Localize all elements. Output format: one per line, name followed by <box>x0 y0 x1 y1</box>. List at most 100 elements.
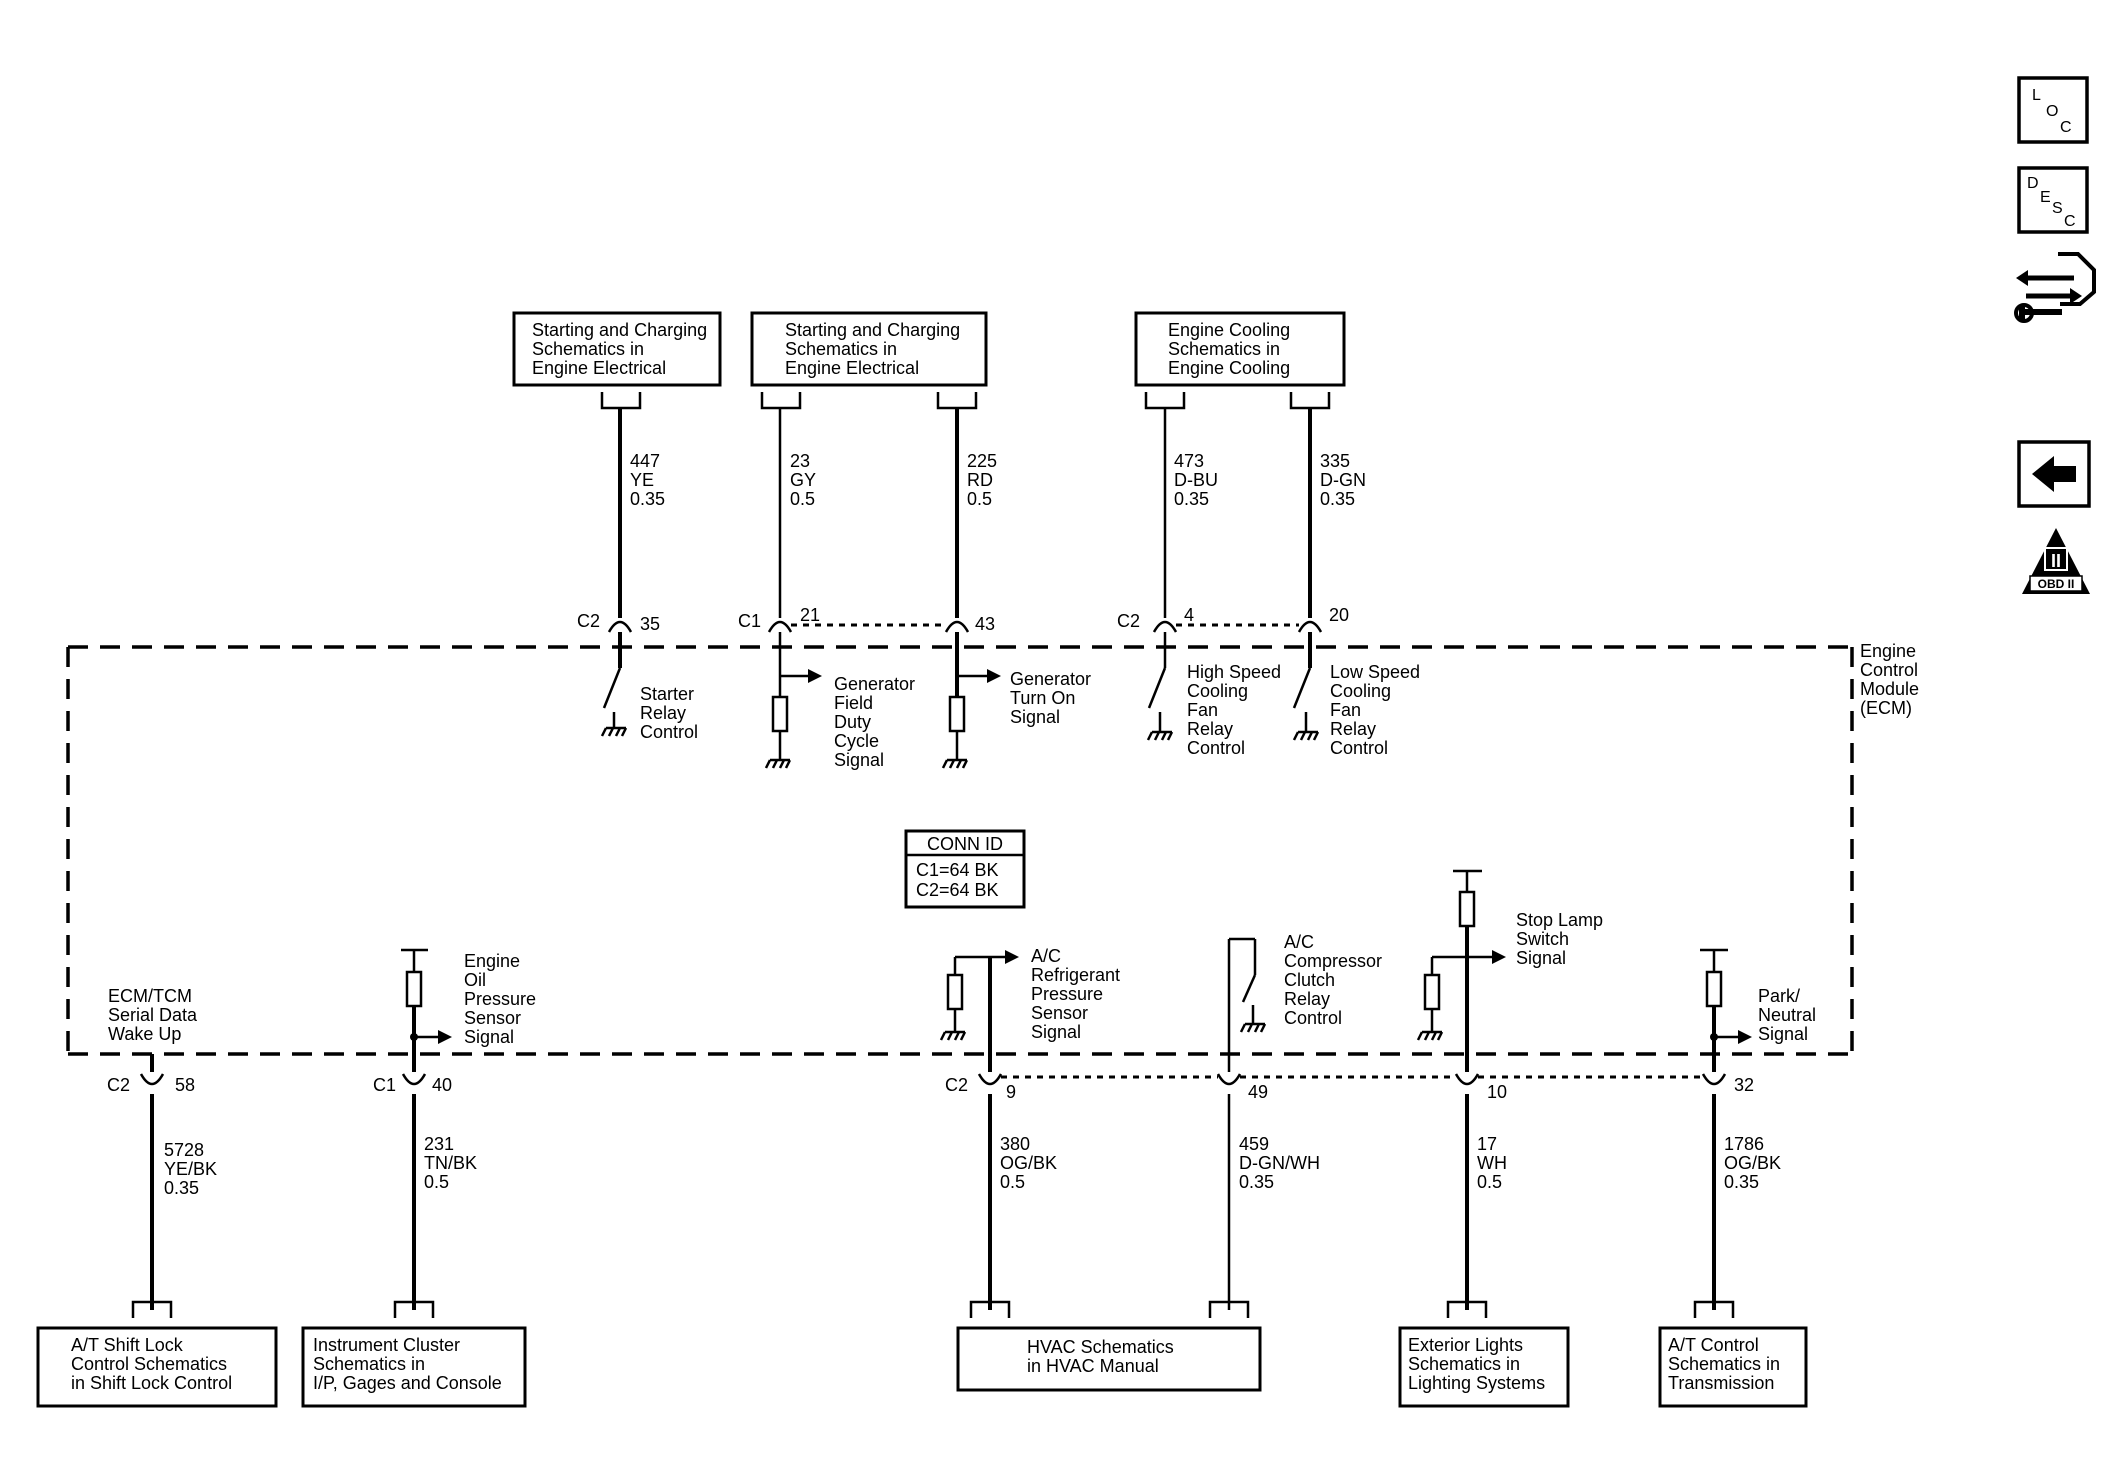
bottom-box-at-control[interactable]: A/T Control Schematics in Transmission <box>1658 1300 1808 1408</box>
wire-380-color: OG/BK <box>1000 1153 1057 1173</box>
top-box-2-line-1: Starting and Charging <box>785 320 960 340</box>
svg-text:S: S <box>2052 200 2063 217</box>
back-arrow-icon[interactable] <box>2017 440 2091 508</box>
top-box-engine-cooling[interactable]: Engine Cooling Schematics in Engine Cool… <box>1134 311 1346 410</box>
obd-ii-icon[interactable]: II OBD II <box>2022 528 2090 594</box>
wire-5728-circuit: 5728 <box>164 1140 204 1160</box>
wire-1786-color: OG/BK <box>1724 1153 1781 1173</box>
wire-17-color: WH <box>1477 1153 1507 1173</box>
svg-text:II: II <box>2051 551 2061 571</box>
pin-43-number: 43 <box>975 614 995 634</box>
low-speed-label-4: Relay <box>1330 719 1376 739</box>
description-icon[interactable]: D E S C <box>2017 166 2089 234</box>
starter-label-1: Starter <box>640 684 694 704</box>
high-speed-label-3: Fan <box>1187 700 1218 720</box>
bottom-box-1-line-2: Control Schematics <box>71 1354 227 1374</box>
wire-225: 225 RD 0.5 <box>955 408 997 618</box>
bottom-box-shift-lock[interactable]: A/T Shift Lock Control Schematics in Shi… <box>36 1300 278 1408</box>
bottom-box-4-line-2: Schematics in <box>1408 1354 1520 1374</box>
pin-35-connector: C2 <box>577 611 600 631</box>
starter-relay-switch: Starter Relay Control <box>600 632 698 742</box>
wire-231-circuit: 231 <box>424 1134 454 1154</box>
top-box-3-line-1: Engine Cooling <box>1168 320 1290 340</box>
conn-id-box: CONN ID C1=64 BK C2=64 BK <box>904 829 1026 909</box>
stop-lamp-label-2: Switch <box>1516 929 1569 949</box>
pin-4-number: 4 <box>1184 605 1194 625</box>
wire-1786-size: 0.35 <box>1724 1172 1759 1192</box>
top-box-1-line-1: Starting and Charging <box>532 320 707 340</box>
top-box-starting-charging-2[interactable]: Starting and Charging Schematics in Engi… <box>750 311 988 410</box>
pin-58-connector: C2 <box>107 1075 130 1095</box>
svg-text:D: D <box>2027 175 2039 192</box>
serial-wake-label: ECM/TCM Serial Data Wake Up <box>108 986 198 1044</box>
starter-label-3: Control <box>640 722 698 742</box>
wire-231: 231 TN/BK 0.5 <box>412 1094 477 1310</box>
wire-459: 459 D-GN/WH 0.35 <box>1227 1094 1320 1310</box>
bottom-box-1-line-1: A/T Shift Lock <box>71 1335 184 1355</box>
top-box-starting-charging-1[interactable]: Starting and Charging Schematics in Engi… <box>512 311 722 410</box>
wire-447-size: 0.35 <box>630 489 665 509</box>
wire-335-circuit: 335 <box>1320 451 1350 471</box>
ac-clutch-switch: A/C Compressor Clutch Relay Control <box>1227 932 1382 1072</box>
bottom-box-hvac[interactable]: HVAC Schematics in HVAC Manual <box>956 1300 1262 1392</box>
svg-text:O: O <box>2046 103 2058 120</box>
wire-23-color: GY <box>790 470 816 490</box>
pin-35-number: 35 <box>640 614 660 634</box>
pin-58-number: 58 <box>175 1075 195 1095</box>
low-speed-label-1: Low Speed <box>1330 662 1420 682</box>
oil-pressure-circuit: Engine Oil Pressure Sensor Signal <box>401 948 536 1072</box>
gen-field-label-3: Duty <box>834 712 871 732</box>
ecm-module-label: Engine Control Module (ECM) <box>1860 641 1919 718</box>
pin-10-number: 10 <box>1487 1082 1507 1102</box>
wire-335-size: 0.35 <box>1320 489 1355 509</box>
oil-pressure-label-2: Oil <box>464 970 486 990</box>
bottom-box-instrument-cluster[interactable]: Instrument Cluster Schematics in I/P, Ga… <box>301 1300 527 1408</box>
wire-17: 17 WH 0.5 <box>1465 1094 1507 1310</box>
bottom-box-1-line-3: in Shift Lock Control <box>71 1373 232 1393</box>
svg-text:C: C <box>2060 119 2072 136</box>
svg-text:C: C <box>2064 213 2076 230</box>
module-label-line-3: Module <box>1860 679 1919 699</box>
top-box-2-line-3: Engine Electrical <box>785 358 919 378</box>
pin-32-number: 32 <box>1734 1075 1754 1095</box>
pin-49-number: 49 <box>1248 1082 1268 1102</box>
wire-23-circuit: 23 <box>790 451 810 471</box>
pin-21-connector: C1 <box>738 611 761 631</box>
top-box-3-line-3: Engine Cooling <box>1168 358 1290 378</box>
top-box-1-line-2: Schematics in <box>532 339 644 359</box>
pin-40-number: 40 <box>432 1075 452 1095</box>
wire-17-circuit: 17 <box>1477 1134 1497 1154</box>
conn-id-line-1: C1=64 BK <box>916 860 999 880</box>
ac-clutch-label-2: Compressor <box>1284 951 1382 971</box>
wire-1786: 1786 OG/BK 0.35 <box>1712 1094 1781 1310</box>
bottom-box-2-line-3: I/P, Gages and Console <box>313 1373 502 1393</box>
bottom-box-3-line-1: HVAC Schematics <box>1027 1337 1174 1357</box>
gen-turn-on-label-3: Signal <box>1010 707 1060 727</box>
wire-473-size: 0.35 <box>1174 489 1209 509</box>
bottom-box-exterior-lights[interactable]: Exterior Lights Schematics in Lighting S… <box>1398 1300 1570 1408</box>
wire-380-size: 0.5 <box>1000 1172 1025 1192</box>
connector-repair-icon[interactable] <box>2014 252 2096 323</box>
wire-23-size: 0.5 <box>790 489 815 509</box>
wire-380-circuit: 380 <box>1000 1134 1030 1154</box>
ac-clutch-label-4: Relay <box>1284 989 1330 1009</box>
ecm-module-boundary <box>66 645 1854 1056</box>
location-icon[interactable]: L O C <box>2017 76 2089 144</box>
wire-335: 335 D-GN 0.35 <box>1308 408 1366 618</box>
oil-pressure-label-3: Pressure <box>464 989 536 1009</box>
top-box-3-line-2: Schematics in <box>1168 339 1280 359</box>
low-speed-label-2: Cooling <box>1330 681 1391 701</box>
top-connector-pins: C2 35 C1 21 43 C2 4 20 <box>577 605 1349 634</box>
wire-225-size: 0.5 <box>967 489 992 509</box>
gen-turn-on-label-2: Turn On <box>1010 688 1075 708</box>
starter-label-2: Relay <box>640 703 686 723</box>
wire-17-size: 0.5 <box>1477 1172 1502 1192</box>
ac-refrig-label-3: Pressure <box>1031 984 1103 1004</box>
ac-refrig-label-4: Sensor <box>1031 1003 1088 1023</box>
park-neutral-label-1: Park/ <box>1758 986 1800 1006</box>
bottom-box-4-line-1: Exterior Lights <box>1408 1335 1523 1355</box>
wire-231-color: TN/BK <box>424 1153 477 1173</box>
wire-459-circuit: 459 <box>1239 1134 1269 1154</box>
stop-lamp-label-1: Stop Lamp <box>1516 910 1603 930</box>
